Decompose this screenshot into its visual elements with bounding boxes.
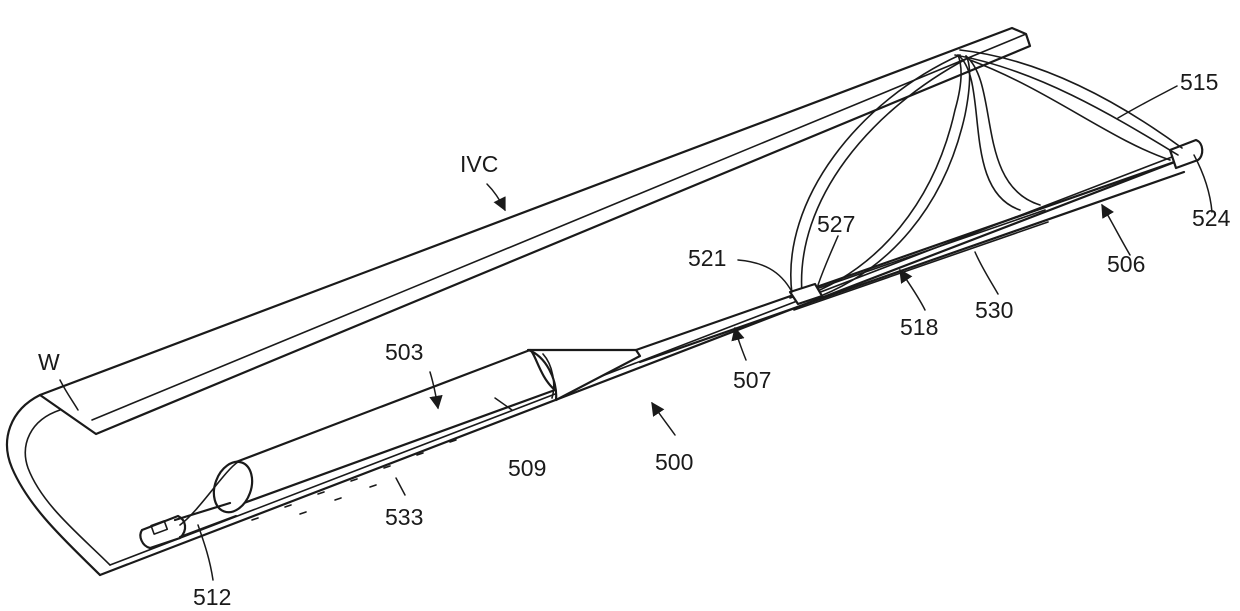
label-ivc: IVC	[460, 151, 498, 177]
label-500: 500	[655, 449, 693, 475]
label-533: 533	[385, 504, 423, 530]
label-518: 518	[900, 314, 938, 340]
reference-labels: IVC W 503 509 500 533 512 507 521 527 51…	[38, 69, 1231, 610]
label-w: W	[38, 349, 60, 375]
label-524: 524	[1192, 205, 1231, 231]
label-527: 527	[817, 211, 855, 237]
label-515: 515	[1180, 69, 1218, 95]
label-521: 521	[688, 245, 726, 271]
label-530: 530	[975, 297, 1013, 323]
label-506: 506	[1107, 251, 1145, 277]
catheter-device	[140, 140, 1202, 548]
label-512: 512	[193, 584, 231, 610]
label-509: 509	[508, 455, 546, 481]
label-507: 507	[733, 367, 771, 393]
label-503: 503	[385, 339, 423, 365]
